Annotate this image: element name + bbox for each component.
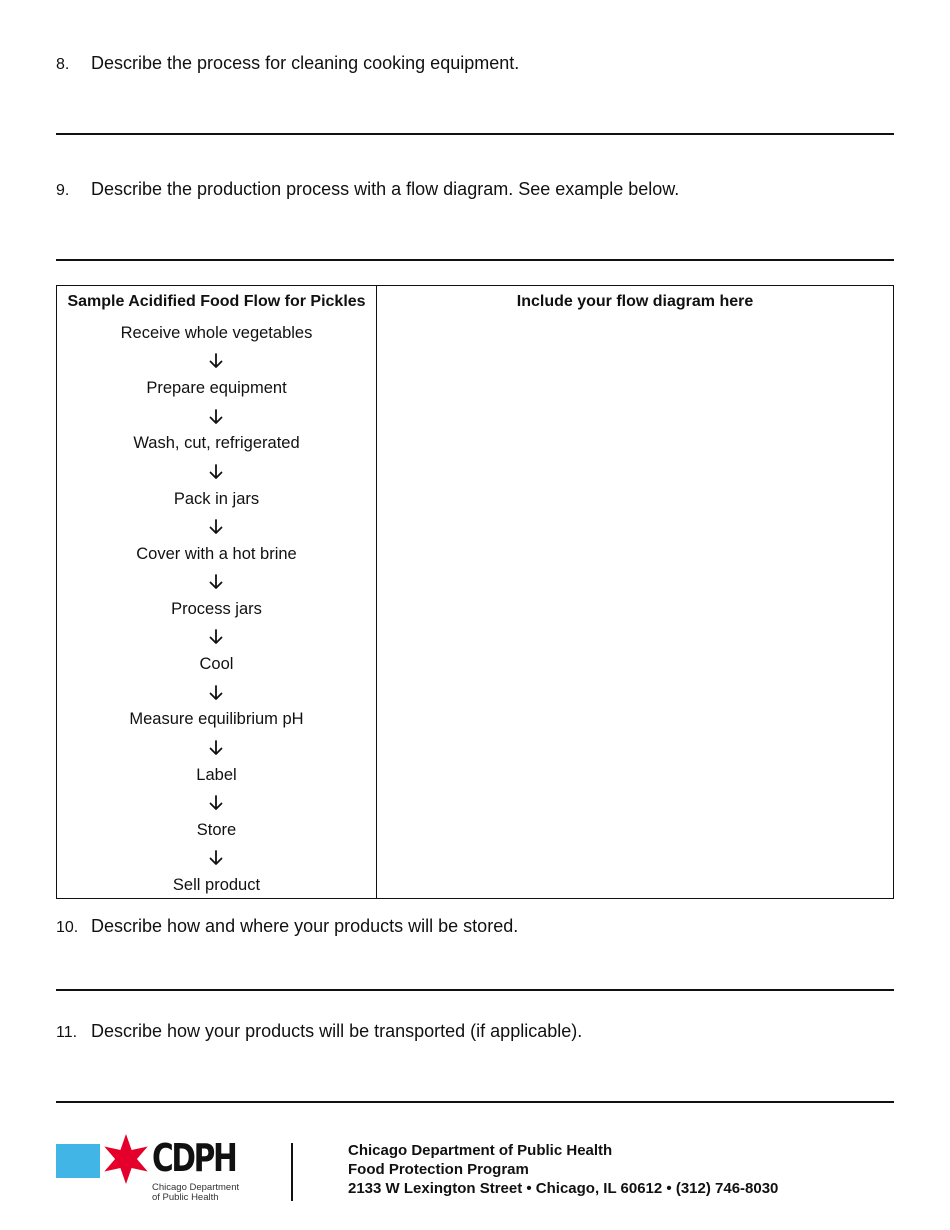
flow-step: Cool <box>199 655 234 674</box>
answer-line-9[interactable] <box>56 259 894 261</box>
your-flow-diagram-area[interactable]: Include your flow diagram here <box>377 286 893 898</box>
arrow-down-icon <box>208 844 224 872</box>
flow-step: Cover with a hot brine <box>136 544 297 563</box>
arrow-down-icon <box>208 348 224 376</box>
sample-flow-header: Sample Acidified Food Flow for Pickles <box>67 293 366 310</box>
logo-wordmark: CDPH <box>152 1136 238 1180</box>
arrow-down-icon <box>208 624 224 652</box>
arrow-down-icon <box>208 513 224 541</box>
question-10: 10. Describe how and where your products … <box>56 915 518 939</box>
answer-line-11[interactable] <box>56 1101 894 1103</box>
flow-step: Wash, cut, refrigerated <box>133 434 300 453</box>
footer-contact: Chicago Department of Public Health Food… <box>348 1141 778 1198</box>
flow-step: Pack in jars <box>173 489 260 508</box>
question-text: Describe how your products will be trans… <box>91 1021 583 1041</box>
question-text: Describe the production process with a f… <box>91 179 680 199</box>
question-text: Describe how and where your products wil… <box>91 916 519 936</box>
cdph-logo: CDPH Chicago Department of Public Health <box>56 1134 246 1206</box>
your-flow-header: Include your flow diagram here <box>516 293 754 310</box>
question-number: 8. <box>56 56 70 73</box>
footer-divider <box>291 1143 293 1201</box>
arrow-down-icon <box>208 403 224 431</box>
question-number: 9. <box>56 182 70 199</box>
flow-step: Receive whole vegetables <box>120 324 313 342</box>
answer-line-10[interactable] <box>56 989 894 991</box>
logo-subtitle-line2: of Public Health <box>152 1192 219 1203</box>
arrow-down-icon <box>208 679 224 707</box>
footer-org-name: Chicago Department of Public Health <box>348 1142 613 1159</box>
flow-step: Sell product <box>172 875 261 894</box>
question-11: 11. Describe how your products will be tr… <box>56 1020 582 1044</box>
six-pointed-star-icon <box>104 1134 148 1184</box>
flow-step: Label <box>196 765 237 784</box>
arrow-down-icon <box>208 458 224 486</box>
flow-step: Process jars <box>171 599 262 618</box>
logo-blue-box <box>56 1144 100 1178</box>
flow-step: Prepare equipment <box>146 379 287 398</box>
arrow-down-icon <box>208 789 224 817</box>
logo-subtitle-line1: Chicago Department <box>152 1182 240 1193</box>
flow-step: Store <box>196 820 237 839</box>
question-text: Describe the process for cleaning cookin… <box>91 53 520 73</box>
footer-address: 2133 W Lexington Street • Chicago, IL 60… <box>348 1180 779 1197</box>
arrow-down-icon <box>208 568 224 596</box>
question-number: 11. <box>56 1024 78 1041</box>
flow-step: Measure equilibrium pH <box>129 710 304 729</box>
footer-program: Food Protection Program <box>348 1161 529 1178</box>
sample-flow-column: Sample Acidified Food Flow for Pickles R… <box>57 286 377 898</box>
arrow-down-icon <box>208 734 224 762</box>
question-8: 8. Describe the process for cleaning cook… <box>56 52 519 76</box>
question-9: 9. Describe the production process with a… <box>56 178 679 202</box>
question-number: 10. <box>56 919 79 936</box>
answer-line-8[interactable] <box>56 133 894 135</box>
flow-diagram-table: Sample Acidified Food Flow for Pickles R… <box>56 285 894 899</box>
logo-subtitle: Chicago Department of Public Health <box>152 1183 239 1203</box>
